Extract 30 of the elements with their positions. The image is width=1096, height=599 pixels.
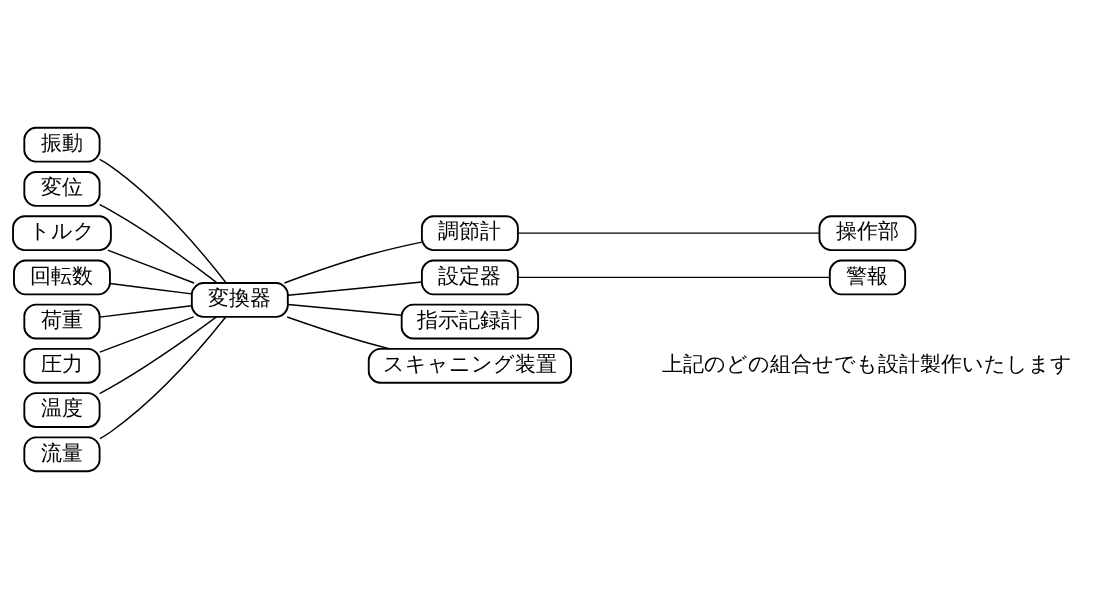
connector (517, 276, 831, 279)
connector (283, 241, 423, 284)
node-box: 設定器 (420, 259, 519, 296)
connector (287, 303, 403, 316)
connector (99, 316, 227, 440)
node-box: 操作部 (818, 215, 917, 252)
connector (99, 316, 195, 353)
node-box: 調節計 (420, 215, 519, 252)
connector (98, 158, 227, 284)
connector (107, 249, 195, 284)
node-box: トルク (12, 215, 112, 252)
connector (286, 316, 391, 350)
node-box: 警報 (828, 259, 907, 296)
node-box: 流量 (23, 436, 101, 473)
node-box: スキャニング装置 (367, 347, 572, 384)
node-box: 荷重 (23, 303, 101, 340)
node-box: 温度 (23, 392, 101, 428)
node-box: 振動 (23, 126, 101, 163)
node-box: 回転数 (13, 259, 111, 296)
connector (99, 305, 193, 318)
connector (109, 282, 193, 295)
node-box: 変位 (23, 171, 101, 207)
label: 上記のどの組合せでも設計製作いたします (662, 352, 1073, 377)
connector (98, 203, 218, 284)
connector (98, 316, 218, 395)
connector (517, 232, 821, 234)
node-box: 圧力 (23, 347, 101, 384)
connector (287, 281, 423, 296)
node-box: 変換器 (190, 282, 289, 318)
node-box: 指示記録計 (400, 303, 540, 340)
